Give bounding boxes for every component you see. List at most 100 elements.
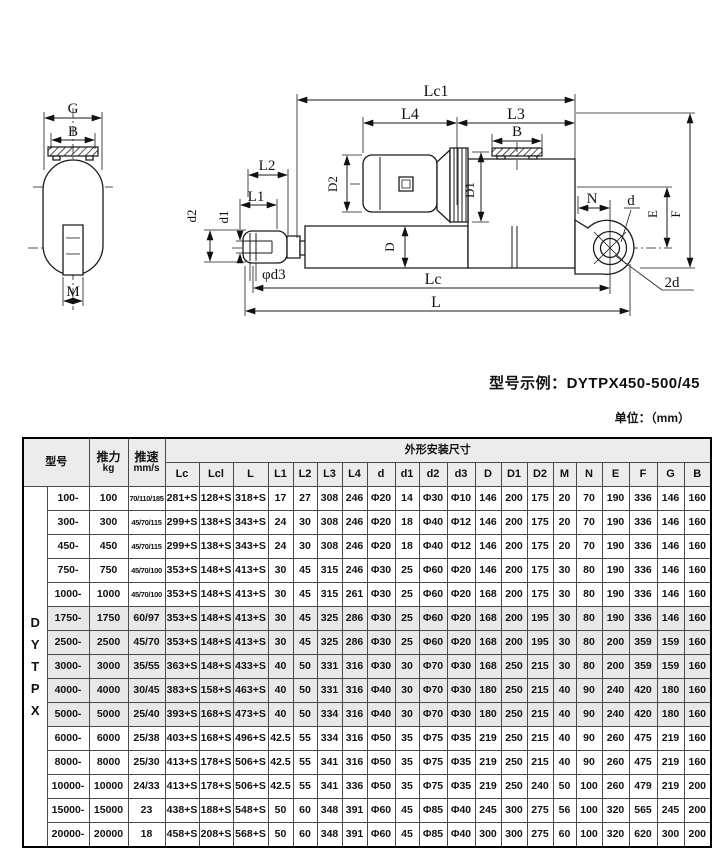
dim-cell: Φ60: [418, 582, 448, 607]
dim-cell: 343+S: [232, 534, 269, 559]
dim-cell: 200: [683, 798, 712, 823]
dim-cell: 475: [628, 726, 658, 751]
dim-cell: 348: [316, 822, 343, 848]
dim-cell: 246: [341, 558, 368, 583]
col-header-l2: L2: [292, 462, 318, 487]
dim-label-lc1: Lc1: [424, 83, 449, 100]
thrust-cell: 1000: [88, 582, 129, 607]
dim-cell: 475: [628, 750, 658, 775]
dim-cell: 146: [474, 558, 502, 583]
dim-cell: 215: [526, 726, 554, 751]
dim-cell: 160: [683, 654, 712, 679]
dim-cell: 316: [341, 702, 368, 727]
dim-label-d1-rod: d1: [216, 211, 231, 224]
dim-cell: 148+S: [198, 630, 234, 655]
dim-cell: 60: [292, 822, 318, 848]
speed-cell: 25/40: [127, 702, 166, 727]
dim-cell: 168+S: [198, 702, 234, 727]
header-model: 型号: [22, 437, 90, 487]
dim-cell: Φ20: [366, 510, 396, 535]
dim-cell: 146: [474, 486, 502, 511]
dim-cell: Φ12: [446, 510, 476, 535]
dim-cell: 40: [552, 726, 577, 751]
dim-cell: 42.5: [267, 750, 294, 775]
dim-cell: 219: [474, 726, 502, 751]
dim-cell: 35: [394, 750, 420, 775]
dim-cell: 45: [292, 582, 318, 607]
dim-cell: 90: [575, 726, 603, 751]
dim-cell: 568+S: [232, 822, 269, 848]
dim-cell: 215: [526, 654, 554, 679]
dim-cell: 25: [394, 558, 420, 583]
dim-cell: 25: [394, 630, 420, 655]
col-header-l3: L3: [316, 462, 343, 487]
dim-cell: 250: [500, 774, 528, 799]
dim-cell: Φ40: [418, 510, 448, 535]
dim-cell: 341: [316, 750, 343, 775]
dim-cell: 60: [292, 798, 318, 823]
model-cell: 4000-: [46, 678, 90, 703]
dim-label-f: F: [668, 210, 683, 217]
dim-cell: 30: [394, 654, 420, 679]
dim-cell: 334: [316, 702, 343, 727]
dim-cell: 100: [575, 822, 603, 848]
dim-cell: Φ40: [418, 534, 448, 559]
dim-cell: 246: [341, 510, 368, 535]
dim-cell: 336: [341, 774, 368, 799]
dim-cell: 336: [628, 606, 658, 631]
dim-cell: 195: [526, 606, 554, 631]
dim-cell: 146: [656, 582, 685, 607]
dim-cell: Φ30: [446, 702, 476, 727]
model-cell: 8000-: [46, 750, 90, 775]
dim-cell: 148+S: [198, 606, 234, 631]
dim-cell: Φ20: [446, 630, 476, 655]
dim-cell: 200: [683, 774, 712, 799]
col-header-m: M: [552, 462, 577, 487]
thrust-cell: 300: [88, 510, 129, 535]
dim-cell: 353+S: [164, 630, 200, 655]
dim-cell: 308: [316, 534, 343, 559]
clevis-slot: [63, 225, 83, 275]
dim-cell: 420: [628, 678, 658, 703]
dim-cell: 299+S: [164, 534, 200, 559]
dim-cell: 146: [656, 534, 685, 559]
dim-cell: 208+S: [198, 822, 234, 848]
dim-cell: 160: [683, 558, 712, 583]
dim-cell: Φ30: [366, 654, 396, 679]
dim-cell: 359: [628, 630, 658, 655]
col-header-e: E: [601, 462, 630, 487]
col-header-b: B: [683, 462, 712, 487]
dim-cell: 138+S: [198, 510, 234, 535]
dim-cell: 261: [341, 582, 368, 607]
dim-cell: 30: [292, 534, 318, 559]
dim-cell: 250: [500, 726, 528, 751]
dim-cell: 548+S: [232, 798, 269, 823]
dim-cell: 200: [500, 630, 528, 655]
dim-cell: 336: [628, 534, 658, 559]
dim-cell: 30: [267, 558, 294, 583]
dim-cell: 260: [601, 774, 630, 799]
dim-cell: 325: [316, 606, 343, 631]
dim-cell: 286: [341, 630, 368, 655]
thrust-cell: 20000: [88, 822, 129, 848]
dim-cell: 14: [394, 486, 420, 511]
speed-cell: 23: [127, 798, 166, 823]
dim-cell: Φ12: [446, 534, 476, 559]
dim-cell: 35: [394, 774, 420, 799]
thrust-cell: 100: [88, 486, 129, 511]
dim-cell: 24: [267, 510, 294, 535]
dim-cell: 168: [474, 582, 502, 607]
thrust-cell: 2500: [88, 630, 129, 655]
dimension-lines: Lc1 L4 L3 B L2 L1: [184, 83, 695, 316]
col-header-d1: d1: [394, 462, 420, 487]
dim-cell: 45: [394, 822, 420, 848]
dim-cell: 260: [601, 726, 630, 751]
dim-cell: 180: [656, 702, 685, 727]
dim-cell: Φ30: [366, 582, 396, 607]
dim-cell: 175: [526, 558, 554, 583]
dim-cell: 90: [575, 750, 603, 775]
dim-cell: 433+S: [232, 654, 269, 679]
dim-cell: 50: [552, 774, 577, 799]
